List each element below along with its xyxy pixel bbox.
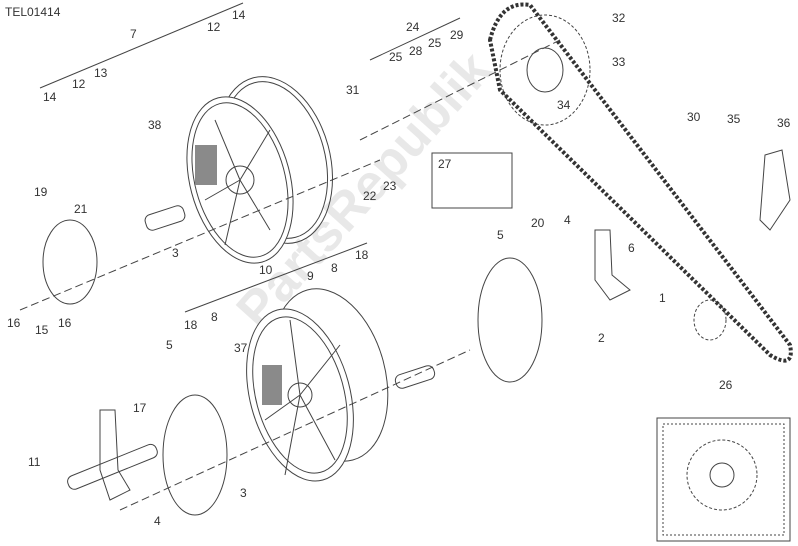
chain-link-box xyxy=(431,152,513,209)
callout: 26 xyxy=(719,378,733,392)
front-sprocket xyxy=(693,299,727,341)
callout: 33 xyxy=(612,55,626,69)
callout: 5 xyxy=(166,338,173,352)
callout: 11 xyxy=(28,455,41,469)
callout: 13 xyxy=(94,66,108,80)
callout: 28 xyxy=(409,44,423,58)
callout: 16 xyxy=(58,316,72,330)
callout: 29 xyxy=(450,28,464,42)
rim-decal xyxy=(195,145,217,185)
callout: 22 xyxy=(363,189,377,203)
bracket-7 xyxy=(39,2,244,89)
fork-leg-right xyxy=(594,229,631,301)
callout: 2 xyxy=(598,331,605,345)
callout: 14 xyxy=(43,90,57,104)
callout: 4 xyxy=(154,514,161,528)
callout: 18 xyxy=(355,248,369,262)
callout: 36 xyxy=(777,116,791,130)
callout: 18 xyxy=(184,318,198,332)
chain xyxy=(487,2,793,363)
callout: 25 xyxy=(389,50,403,64)
callout: 10 xyxy=(259,263,273,277)
spacer-13 xyxy=(144,205,186,231)
callout: 25 xyxy=(428,36,442,50)
callout: 35 xyxy=(727,112,741,126)
callout: 8 xyxy=(211,310,218,324)
callout: 8 xyxy=(331,261,338,275)
rim-decal xyxy=(262,365,282,405)
callout: 3 xyxy=(172,246,179,260)
callout: 19 xyxy=(34,185,48,199)
callout: 7 xyxy=(130,27,137,41)
callout: 20 xyxy=(531,216,545,230)
diagram-code: TEL01414 xyxy=(5,5,61,19)
callout: 12 xyxy=(72,77,86,91)
rear-wheel xyxy=(186,76,334,264)
callout: 4 xyxy=(564,213,571,227)
callout: 21 xyxy=(74,202,88,216)
bracket-10 xyxy=(184,242,368,313)
callout: 31 xyxy=(346,83,360,97)
callout: 5 xyxy=(497,228,504,242)
callout: 12 xyxy=(207,20,221,34)
callout: 14 xyxy=(232,8,246,22)
callout: 6 xyxy=(628,241,635,255)
callout: 32 xyxy=(612,11,626,25)
callout: 27 xyxy=(438,157,452,171)
callout: 3 xyxy=(240,486,247,500)
callout: 38 xyxy=(148,118,162,132)
rear-sprocket xyxy=(499,14,591,126)
callout: 30 xyxy=(687,110,701,124)
callout: 17 xyxy=(133,401,147,415)
spacer-front xyxy=(394,365,436,389)
callout: 9 xyxy=(307,269,314,283)
chain-guard-35 xyxy=(759,149,791,231)
callout: 23 xyxy=(383,179,397,193)
callout: 16 xyxy=(7,316,21,330)
callout: 24 xyxy=(406,20,420,34)
fork-leg-left xyxy=(99,409,131,501)
front-brake-disc-right xyxy=(477,257,543,383)
bracket-24 xyxy=(369,17,461,61)
front-wheel xyxy=(246,288,389,482)
callout: 15 xyxy=(35,323,49,337)
front-brake-disc-left xyxy=(162,394,228,516)
callout: 34 xyxy=(557,98,571,112)
callout: 1 xyxy=(659,291,666,305)
rear-brake-disc xyxy=(42,219,98,305)
callout: 37 xyxy=(234,341,248,355)
front-axle-11 xyxy=(67,443,158,490)
detail-box-26 xyxy=(656,417,791,542)
